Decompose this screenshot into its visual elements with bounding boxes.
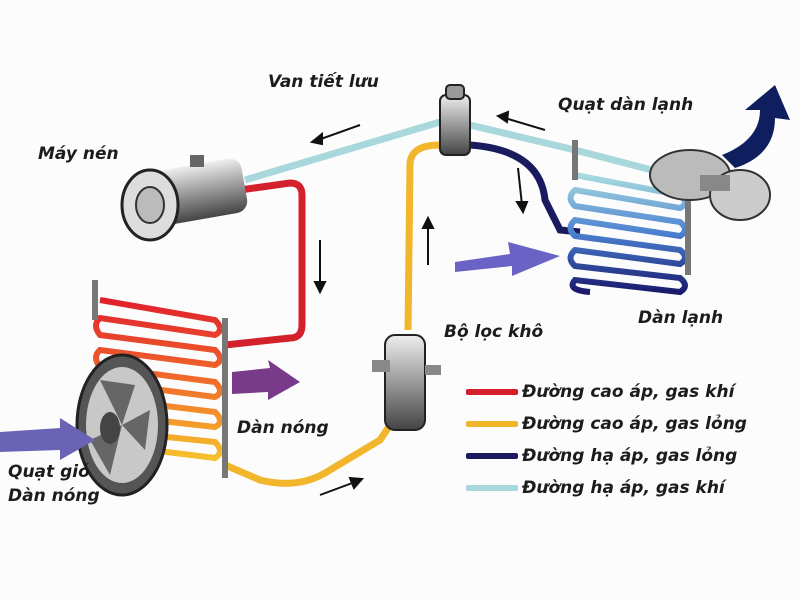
condenser-fan-label-line1: Quạt gió	[8, 462, 90, 482]
legend-item: Đường hạ áp, gas lỏng	[466, 446, 737, 466]
condenser-fan-icon	[75, 353, 169, 497]
evaporator-fan-icon	[649, 149, 771, 221]
legend-swatch-light-blue	[466, 485, 518, 491]
legend-swatch-red	[466, 389, 518, 395]
compressor-label: Máy nén	[38, 144, 119, 164]
legend-item: Đường cao áp, gas lỏng	[466, 414, 747, 434]
air-inlet-arrow-icon	[0, 418, 95, 460]
flow-arrow-icons	[309, 110, 546, 496]
filter-drier-icon	[372, 334, 441, 431]
legend-label: Đường cao áp, gas khí	[522, 382, 735, 402]
evaporator-label: Dàn lạnh	[638, 308, 724, 328]
legend-label: Đường hạ áp, gas lỏng	[522, 446, 738, 466]
evaporator-air-inlet-arrow-icon	[455, 242, 560, 276]
legend-item: Đường cao áp, gas khí	[466, 382, 734, 402]
legend-swatch-dark-blue	[466, 453, 518, 459]
evaporator-coils	[567, 172, 688, 296]
high-pressure-liquid-pipe	[223, 423, 393, 487]
legend-label: Đường cao áp, gas lỏng	[522, 414, 747, 434]
expansion-valve-label: Van tiết lưu	[268, 72, 379, 92]
high-pressure-liquid-pipe-riser	[404, 141, 441, 331]
condenser-label: Dàn nóng	[237, 418, 329, 438]
compressor-icon	[120, 155, 248, 242]
hot-air-arrow-icon	[232, 360, 300, 400]
legend-item: Đường hạ áp, gas khí	[466, 478, 725, 498]
low-pressure-liquid-pipe	[469, 141, 581, 236]
high-pressure-gas-pipe	[224, 179, 306, 349]
low-pressure-gas-pipe	[244, 118, 441, 184]
legend-label: Đường hạ áp, gas khí	[522, 478, 725, 498]
expansion-valve-icon	[439, 84, 471, 156]
filter-drier-label: Bộ lọc khô	[444, 322, 544, 342]
cold-air-outlet-arrow-icon	[722, 85, 790, 168]
evaporator-fan-label: Quạt dàn lạnh	[558, 95, 694, 115]
condenser-fan-label-line2: Dàn nóng	[8, 486, 100, 506]
legend-swatch-yellow	[466, 421, 518, 427]
condenser-bracket	[92, 280, 98, 320]
